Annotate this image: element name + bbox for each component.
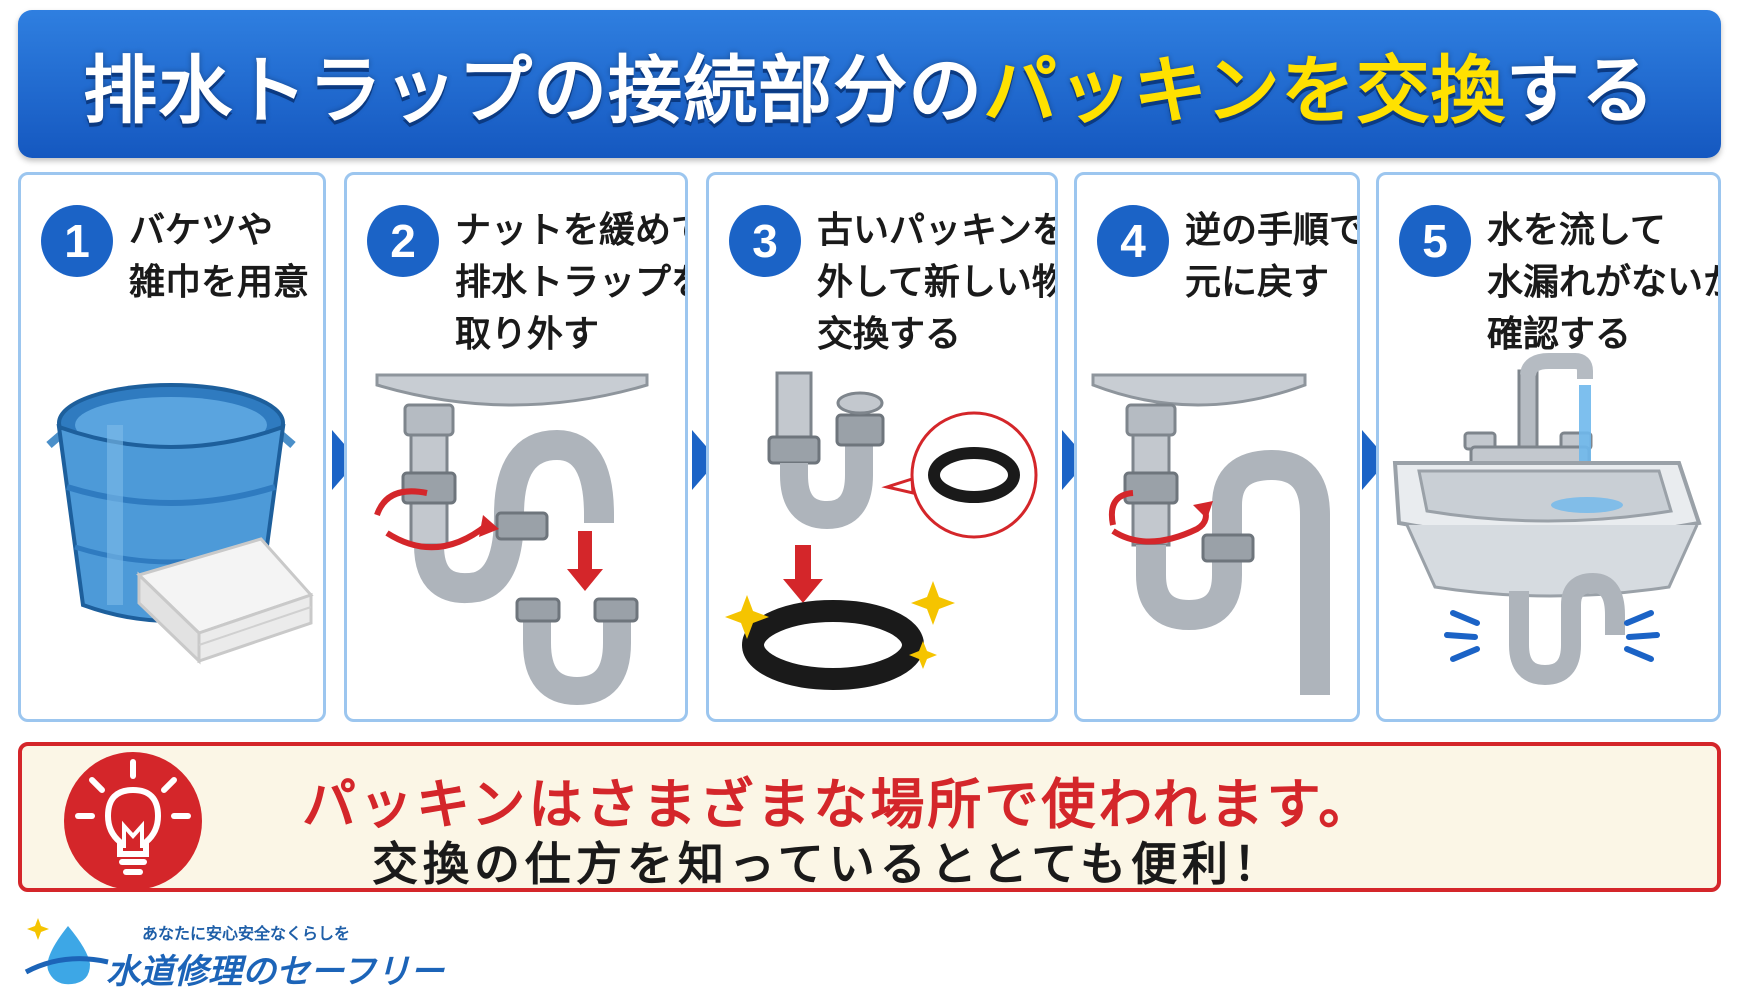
logo-name: 水道修理のセーフリー: [106, 952, 444, 992]
step-5-line-3: 確認する: [1487, 314, 1632, 355]
step-5-line-2: 水漏れがないか: [1487, 262, 1721, 303]
logo-tagline: あなたに安心安全なくらしを: [142, 924, 351, 943]
step-3-panel: 3 古いパッキンを 外して新しい物に 交換する: [706, 172, 1058, 722]
step-1-text: バケツや 雑巾を用意: [129, 205, 315, 309]
step-2-line-1: ナットを緩めて: [455, 210, 688, 251]
step-3-line-3: 交換する: [817, 314, 962, 355]
sink-trap-icon: [374, 373, 649, 706]
step-2-text: ナットを緩めて 排水トラップを 取り外す: [455, 205, 688, 361]
step-2-line-3: 取り外す: [455, 314, 600, 355]
step-4-text: 逆の手順で 元に戻す: [1185, 205, 1360, 309]
step-2-line-2: 排水トラップを: [455, 262, 688, 303]
step-3-number: 3: [729, 205, 801, 277]
tip-line-1: パッキンはさまざまな場所で使われます。: [302, 773, 1376, 836]
water-drop-logo-icon: [24, 918, 109, 985]
step-1-line-1: バケツや: [129, 210, 274, 251]
step-4-line-1: 逆の手順で: [1185, 210, 1360, 251]
step-4-panel: 4 逆の手順で 元に戻す: [1074, 172, 1360, 722]
step-5-panel: 5 水を流して 水漏れがないか 確認する: [1376, 172, 1721, 722]
step-1-line-2: 雑巾を用意: [129, 262, 310, 303]
title-part2: する: [1505, 47, 1656, 134]
company-logo: あなたに安心安全なくらしを 水道修理のセーフリー: [24, 912, 444, 992]
step-3-text: 古いパッキンを 外して新しい物に 交換する: [817, 205, 1058, 361]
step-2-panel: 2 ナットを緩めて 排水トラップを 取り外す: [344, 172, 688, 722]
step-5-text: 水を流して 水漏れがないか 確認する: [1487, 205, 1721, 361]
step-1-number: 1: [41, 205, 113, 277]
step-1-panel: 1 バケツや 雑巾を用意: [18, 172, 326, 722]
lightbulb-icon: [64, 752, 202, 890]
title-part1: 排水トラップの接続部分の: [83, 47, 984, 134]
title-highlight: パッキンを交換: [983, 47, 1506, 134]
page-title: 排水トラップの接続部分のパッキンを交換する: [18, 10, 1721, 158]
step-4-number: 4: [1097, 205, 1169, 277]
step-4-line-2: 元に戻す: [1185, 262, 1330, 303]
faucet-sink-icon: [1392, 353, 1702, 686]
step-3-line-2: 外して新しい物に: [817, 262, 1055, 303]
tip-box: パッキンはさまざまな場所で使われます。 交換の仕方を知っているととても便利！: [18, 742, 1721, 892]
step-5-line-1: 水を流して: [1487, 210, 1666, 251]
sink-trap-icon: [1091, 373, 1330, 695]
bucket-icon: [46, 383, 296, 623]
towel-icon: [136, 537, 314, 665]
tip-line-2: 交換の仕方を知っているととても便利！: [372, 837, 1285, 891]
step-3-line-1: 古いパッキンを: [817, 210, 1058, 251]
step-2-number: 2: [367, 205, 439, 277]
step-5-number: 5: [1399, 205, 1471, 277]
packing-ring-icon: [725, 371, 1038, 690]
